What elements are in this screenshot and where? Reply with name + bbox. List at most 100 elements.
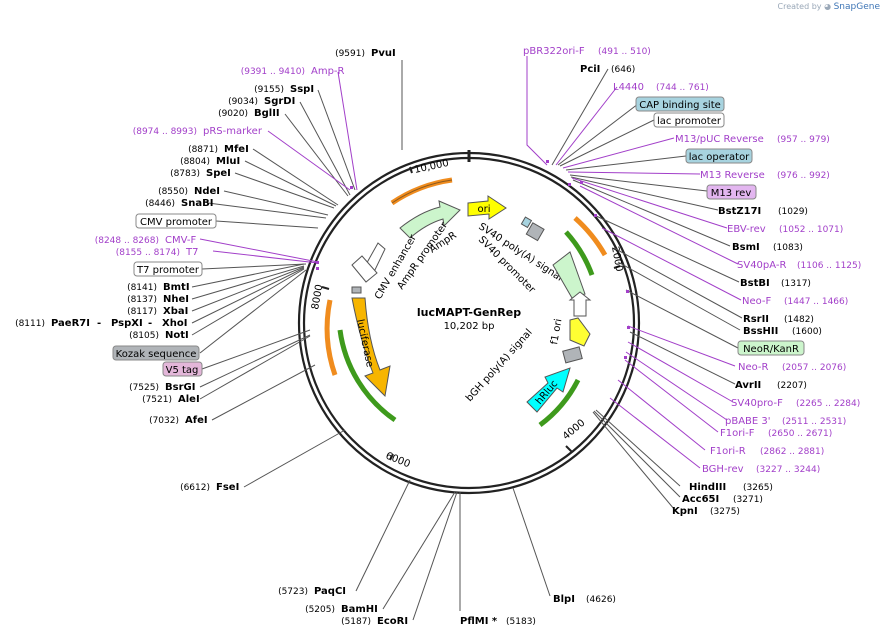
site-name-bglii[interactable]: BglII: [254, 108, 280, 119]
site-name-fsei[interactable]: FseI: [216, 482, 239, 493]
lac-feature-block: [520, 216, 533, 229]
site-name-rsrii[interactable]: RsrII: [743, 314, 769, 325]
site-name-bstz17i[interactable]: BstZ17I: [718, 206, 761, 217]
green-arc-luc: [337, 329, 397, 423]
tick-label-8000: 8000: [310, 284, 325, 311]
site-name-pflmi[interactable]: PflMI *: [460, 616, 498, 627]
watermark-prefix: Created by: [777, 2, 822, 11]
site-pos-bstbi: (1317): [781, 279, 811, 289]
site-name-alei[interactable]: AleI: [178, 394, 200, 405]
site-name-sspi[interactable]: SspI: [290, 84, 314, 95]
site-sep-1: -: [97, 318, 101, 329]
feat-pos-pbabe-3: (2511 .. 2531): [782, 417, 846, 427]
feat-name-ebv-rev[interactable]: EBV-rev: [727, 224, 766, 235]
site-name-blpi[interactable]: BlpI: [553, 594, 575, 605]
t7-promoter-box[interactable]: [133, 261, 203, 277]
feat-name-neo-f[interactable]: Neo-F: [742, 296, 772, 307]
feat-name-f1ori-f[interactable]: F1ori-F: [720, 428, 755, 439]
site-name-bstbi[interactable]: BstBI: [740, 278, 770, 289]
feat-name-l4440[interactable]: L4440: [613, 82, 644, 93]
site-name-ndei[interactable]: NdeI: [194, 186, 220, 197]
site-name-snabi[interactable]: SnaBI: [181, 198, 213, 209]
watermark-brand: SnapGene: [833, 2, 880, 12]
site-sep-2: -: [148, 318, 152, 329]
feat-name-sv40pro-f[interactable]: SV40pro-F: [731, 398, 783, 409]
feat-name-neo-r[interactable]: Neo-R: [738, 362, 769, 373]
site-name-ecori[interactable]: EcoRI: [377, 616, 408, 627]
feat-name-sv40pa-r[interactable]: SV40pA-R: [737, 260, 786, 271]
feat-name-pbr322ori-f[interactable]: pBR322ori-F: [523, 46, 585, 57]
feat-pos-cmv-f: (8248 .. 8268): [95, 236, 159, 246]
site-name-bmti[interactable]: BmtI: [163, 282, 190, 293]
site-name-nhei[interactable]: NheI: [163, 294, 189, 305]
site-pos-bsrgi: (7525): [129, 383, 159, 393]
site-name-paer7i[interactable]: PaeR7I: [51, 318, 90, 329]
cmv-promoter-box-label: CMV promoter: [140, 217, 213, 228]
feat-pos-ampr: (9391 .. 9410): [241, 67, 305, 77]
feat-name-f1ori-r[interactable]: F1ori-R: [710, 446, 746, 457]
cmv-promoter-box[interactable]: [135, 213, 217, 229]
tick-marks: [321, 166, 621, 461]
feat-name-bgh-rev[interactable]: BGH-rev: [702, 464, 744, 475]
site-name-sgrdi[interactable]: SgrDI: [264, 96, 295, 107]
feat-pos-ebv-rev: (1052 .. 1071): [779, 225, 843, 235]
site-pos-bsmi: (1083): [773, 243, 803, 253]
feat-pos-m13-reverse: (976 .. 992): [777, 171, 830, 181]
site-pos-sgrdi: (9034): [228, 97, 258, 107]
site-name-spei[interactable]: SpeI: [206, 168, 231, 179]
green-arc-sv40: [564, 230, 595, 276]
site-pos-xbai: (8117): [127, 307, 157, 317]
site-name-pspxi[interactable]: PspXI: [111, 318, 143, 329]
ori-label: ori: [477, 204, 490, 215]
site-name-avrii[interactable]: AvrII: [735, 380, 761, 391]
lac-operator-box[interactable]: [685, 148, 753, 164]
tick-label-2000: 2000: [609, 246, 624, 273]
f1-ori-arrow: [569, 317, 591, 347]
site-name-acc65i[interactable]: Acc65I: [682, 494, 719, 505]
site-name-afei[interactable]: AfeI: [185, 415, 208, 426]
m13-rev-box-label: M13 rev: [711, 188, 752, 199]
site-pos-bsshii: (1600): [792, 327, 822, 337]
m13-rev-box[interactable]: [706, 184, 757, 200]
site-name-pvui[interactable]: PvuI: [371, 48, 396, 59]
bgh-polya-label: bGH poly(A) signal: [464, 327, 535, 404]
kozak-sequence-box[interactable]: [112, 345, 200, 361]
leader-lines: [191, 56, 743, 621]
neor-kanr-box[interactable]: [737, 340, 805, 356]
site-name-xbai[interactable]: XbaI: [163, 306, 188, 317]
v5-tag-box[interactable]: [162, 361, 203, 377]
cap-binding-site-box-label: CAP binding site: [639, 100, 721, 111]
site-name-bsrgi[interactable]: BsrGI: [165, 382, 195, 393]
kozak-sequence-box-label: Kozak sequence: [116, 349, 197, 360]
feat-name-pbabe-3[interactable]: pBABE 3': [725, 416, 771, 427]
site-name-paqci[interactable]: PaqCI: [314, 586, 346, 597]
feat-name-cmv-f[interactable]: CMV-F: [165, 235, 196, 246]
site-pos-rsrii: (1482): [784, 315, 814, 325]
lac-promoter-box[interactable]: [653, 112, 725, 128]
site-name-hindiii[interactable]: HindIII: [689, 482, 726, 493]
feat-pos-sv40pro-f: (2265 .. 2284): [796, 399, 860, 409]
site-pos-ndei: (8550): [158, 187, 188, 197]
plasmid-name: lucMAPT-GenRep: [417, 306, 521, 319]
site-name-pcii[interactable]: PciI: [580, 64, 600, 75]
site-name-bsmi[interactable]: BsmI: [732, 242, 760, 253]
tick-label-4000: 4000: [561, 418, 588, 443]
site-name-mlui[interactable]: MluI: [216, 156, 240, 167]
feat-name-m13puc-reverse[interactable]: M13/pUC Reverse: [675, 134, 764, 145]
site-name-mfei[interactable]: MfeI: [224, 144, 249, 155]
feat-pos-neo-f: (1447 .. 1466): [784, 297, 848, 307]
site-name-bsshii[interactable]: BssHII: [743, 326, 778, 337]
site-pos-kpni: (3275): [710, 507, 740, 517]
feat-name-ampr[interactable]: Amp-R: [311, 66, 345, 77]
site-pos-multi: (8111): [15, 319, 45, 329]
sv40-promoter-arrow: [552, 251, 586, 299]
feat-name-t7[interactable]: T7: [185, 247, 198, 258]
site-name-noti[interactable]: NotI: [165, 330, 189, 341]
site-name-xhoi[interactable]: XhoI: [162, 318, 187, 329]
feat-name-prs-marker[interactable]: pRS-marker: [203, 126, 263, 137]
site-name-bamhi[interactable]: BamHI: [341, 604, 378, 615]
cap-binding-site-box[interactable]: [635, 96, 725, 112]
site-name-kpni[interactable]: KpnI: [672, 506, 698, 517]
feat-name-m13-reverse[interactable]: M13 Reverse: [700, 170, 765, 181]
